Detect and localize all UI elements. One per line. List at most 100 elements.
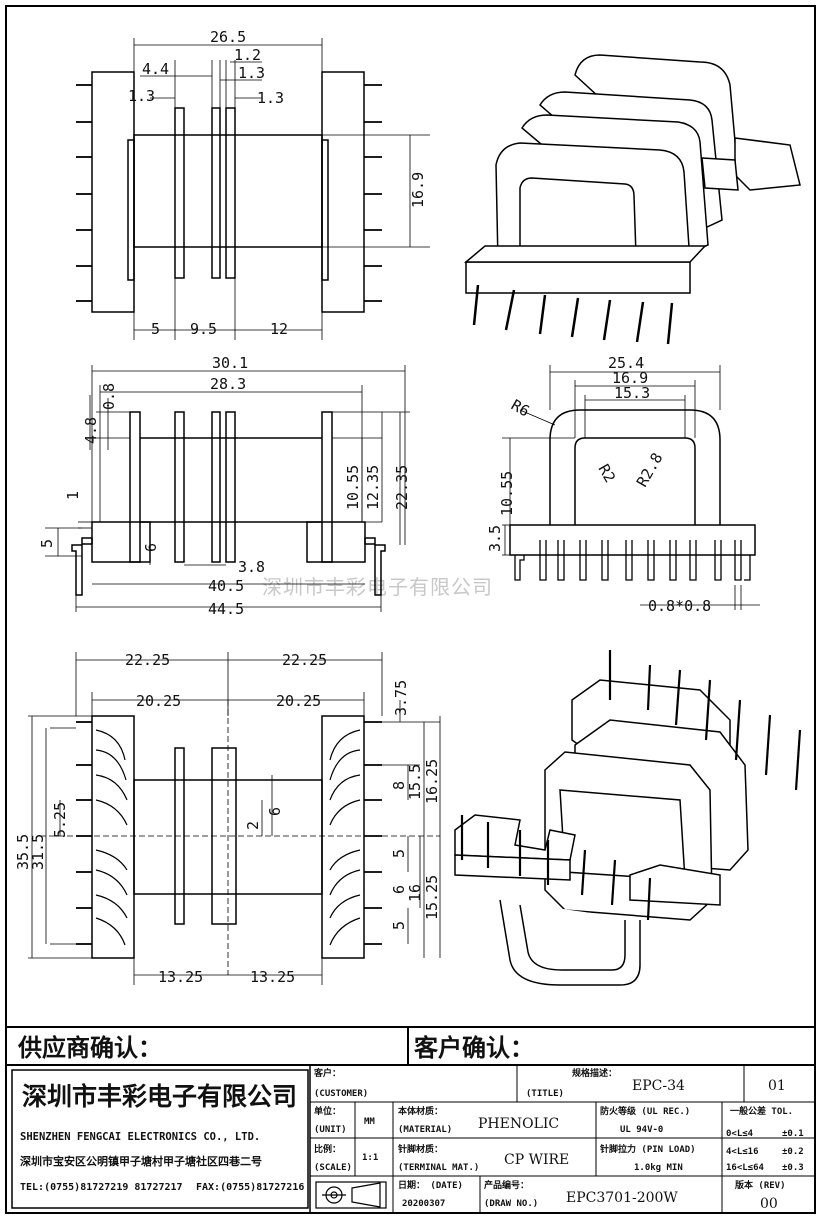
dim-label: 15.5 <box>406 764 424 800</box>
unit-label-en: (UNIT) <box>314 1125 347 1135</box>
view-mid-left-labels: 30.1 28.3 4.8 0.8 10.55 12.35 22.35 1 5 … <box>38 354 411 618</box>
dim-label: R2.8 <box>633 450 667 490</box>
dim-label: 26.5 <box>210 28 246 46</box>
company-block: 深圳市丰彩电子有限公司 SHENZHEN FENGCAI ELECTRONICS… <box>20 1082 304 1193</box>
dim-label: 1.2 <box>234 46 261 64</box>
dim-label: 10.55 <box>498 471 516 516</box>
unit-label: 单位： <box>314 1105 341 1117</box>
sheet-number: 01 <box>768 1078 786 1094</box>
dim-label: 15.25 <box>423 875 441 920</box>
dim-label: 20.25 <box>136 692 181 710</box>
dim-label: 22.25 <box>125 651 170 669</box>
dim-label: 4.4 <box>142 60 169 78</box>
dim-label: 0.8*0.8 <box>648 597 711 615</box>
dim-label: 16 <box>406 884 424 902</box>
customer-label-en: (CUSTOMER) <box>314 1089 368 1099</box>
tol-value-2: ±0.2 <box>782 1147 804 1157</box>
dim-label: 9.5 <box>190 320 217 338</box>
title-label-en: (TITLE) <box>526 1089 564 1099</box>
dim-label: 25.4 <box>608 354 644 372</box>
material-label: 本体材质： <box>398 1105 443 1117</box>
dim-label: 10.55 <box>344 465 362 510</box>
drawing-number-value: EPC3701-200W <box>566 1190 678 1206</box>
view-mid-left <box>45 365 410 612</box>
dim-label: 1.3 <box>128 87 155 105</box>
terminal-value: CP WIRE <box>504 1152 569 1168</box>
dim-label: 12.35 <box>364 465 382 510</box>
iso-view-bottom-right <box>454 650 802 986</box>
tol-range-2: 4<L≤16 <box>726 1147 759 1157</box>
dim-label: 16.25 <box>423 759 441 804</box>
dim-label: 6 <box>266 807 284 816</box>
dim-label: 5 <box>390 921 408 930</box>
dim-label: 5.25 <box>51 802 69 838</box>
dim-label: 44.5 <box>208 600 244 618</box>
company-name-en: SHENZHEN FENGCAI ELECTRONICS CO., LTD. <box>20 1131 260 1143</box>
dim-label: 20.25 <box>276 692 321 710</box>
view-bottom-left-labels: 22.25 22.25 20.25 20.25 3.75 35.5 31.5 5… <box>14 651 441 986</box>
dim-label: 22.25 <box>282 651 327 669</box>
tolerance-label: 一般公差 TOL. <box>730 1105 793 1117</box>
company-fax: FAX:(0755)81727216 <box>196 1182 304 1193</box>
dim-label: R6 <box>508 396 533 421</box>
date-label: 日期： (DATE) <box>398 1179 463 1191</box>
dim-label: 5 <box>151 320 160 338</box>
scale-label: 比例： <box>314 1143 341 1155</box>
dim-label: 22.35 <box>393 465 411 510</box>
drawing-number-label-en: (DRAW NO.) <box>484 1199 538 1209</box>
tol-range-3: 16<L≤64 <box>726 1163 765 1173</box>
dim-label: 13.25 <box>158 968 203 986</box>
dim-label: 5 <box>390 849 408 858</box>
supplier-confirm-label: 供应商确认： <box>17 1033 162 1062</box>
pin-load-value: 1.0kg MIN <box>634 1163 683 1173</box>
projection-symbol-icon <box>315 1181 387 1209</box>
tol-range-1: 0<L≤4 <box>726 1129 754 1139</box>
dim-label: 0.8 <box>100 383 118 410</box>
view-top-left <box>76 38 430 340</box>
customer-label: 客户： <box>313 1067 341 1079</box>
company-name-cn: 深圳市丰彩电子有限公司 <box>22 1082 297 1111</box>
dim-label: 5 <box>38 539 56 548</box>
revision-value: 00 <box>760 1196 778 1212</box>
scale-value: 1:1 <box>362 1153 378 1163</box>
fire-rating-value: UL 94V-0 <box>620 1125 663 1135</box>
dim-label: 28.3 <box>210 375 246 393</box>
dim-label: 6 <box>142 543 160 552</box>
company-tel: TEL:(0755)81727219 81727217 <box>20 1182 183 1193</box>
dim-label: 1 <box>64 491 82 500</box>
dim-label: 40.5 <box>208 577 244 595</box>
terminal-label-en: (TERMINAL MAT.) <box>398 1163 479 1173</box>
title-value: EPC-34 <box>632 1078 685 1094</box>
dim-label: 8 <box>390 781 408 790</box>
dim-label: R2 <box>595 461 620 486</box>
material-label-en: (MATERIAL) <box>398 1125 452 1135</box>
company-address: 深圳市宝安区公明镇甲子塘村甲子塘社区四巷二号 <box>20 1154 262 1168</box>
dim-label: 1.3 <box>257 89 284 107</box>
tol-value-1: ±0.1 <box>782 1129 804 1139</box>
terminal-label: 针脚材质： <box>398 1143 443 1155</box>
view-mid-right <box>502 365 760 610</box>
view-top-left-labels: 26.5 4.4 1.2 1.3 1.3 1.3 16.9 5 9.5 12 <box>128 28 427 338</box>
dim-label: 13.25 <box>250 968 295 986</box>
drawing-number-label: 产品编号： <box>484 1179 529 1191</box>
dim-label: 12 <box>270 320 288 338</box>
dim-label: 35.5 <box>14 834 32 870</box>
date-value: 20200307 <box>402 1199 445 1209</box>
spec-label: 规格描述： <box>572 1067 617 1079</box>
pin-load-label: 针脚拉力 (PIN LOAD) <box>600 1143 696 1155</box>
dim-label: 16.9 <box>409 172 427 208</box>
dim-label: 2 <box>244 821 262 830</box>
dim-label: 3.75 <box>392 680 410 716</box>
dim-label: 30.1 <box>212 354 248 372</box>
dim-label: 6 <box>390 885 408 894</box>
iso-view-top-right <box>463 54 801 345</box>
dim-label: 3.5 <box>486 525 504 552</box>
customer-confirm-label: 客户确认： <box>414 1033 534 1062</box>
dim-label: 15.3 <box>614 384 650 402</box>
dim-label: 16.9 <box>612 369 648 387</box>
title-block-fields: 客户： (CUSTOMER) 规格描述： (TITLE) EPC-34 01 单… <box>313 1067 804 1212</box>
material-value: PHENOLIC <box>478 1116 559 1132</box>
revision-label: 版本 (REV) <box>734 1179 786 1191</box>
dim-label: 1.3 <box>238 64 265 82</box>
tol-value-3: ±0.3 <box>782 1163 804 1173</box>
